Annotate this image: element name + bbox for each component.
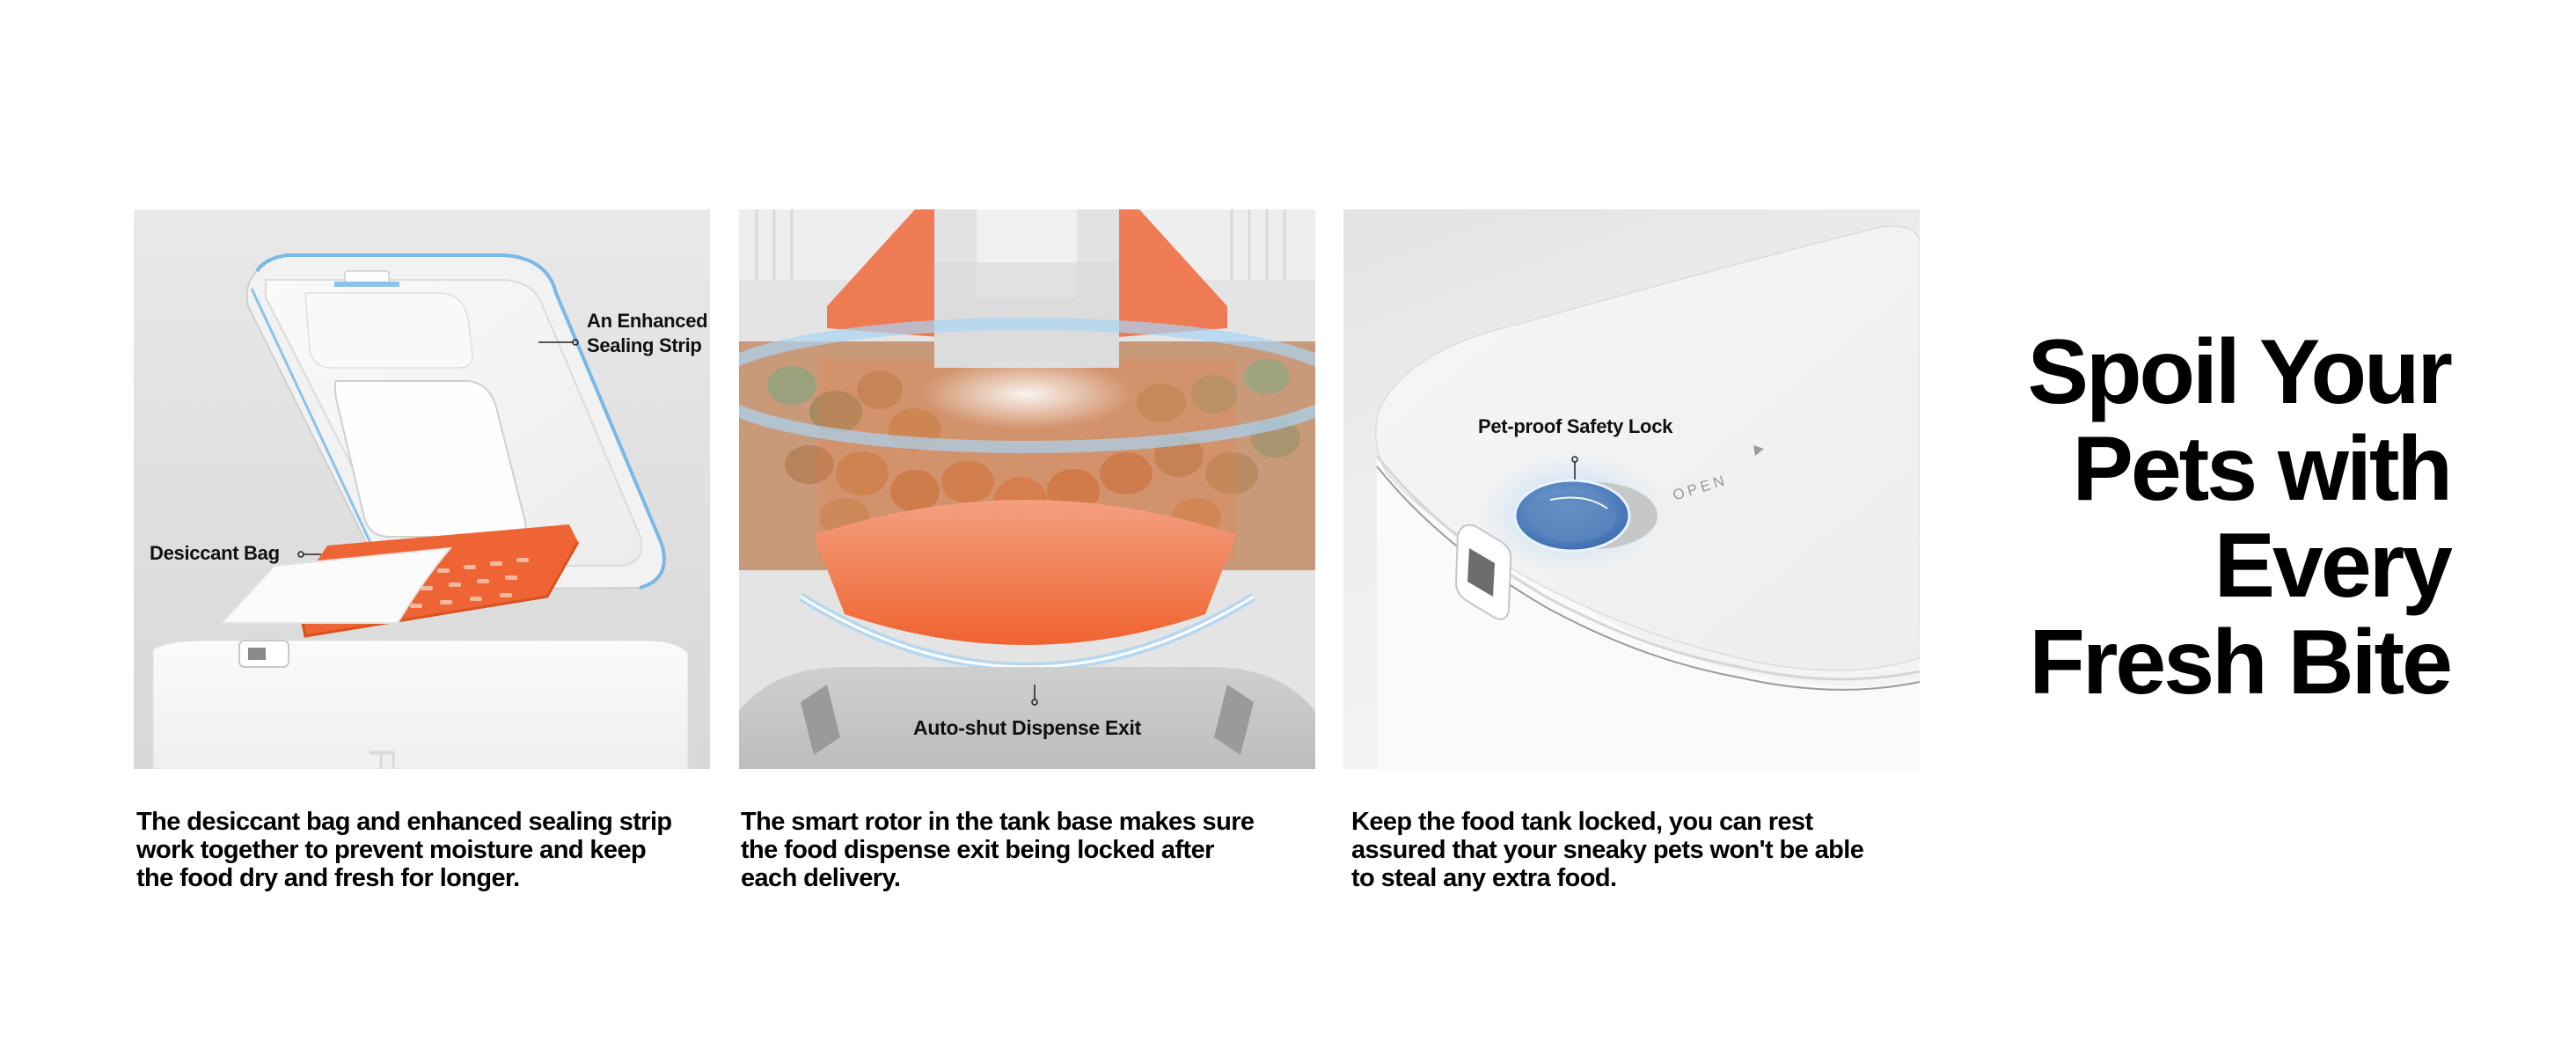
caption-line: the food dispense exit being locked afte… (741, 836, 1214, 864)
rotor-cutaway-illustration (739, 209, 1315, 769)
desiccant-bag-callout: Desiccant Bag (150, 542, 280, 564)
caption-line: the food dry and fresh for longer. (136, 864, 520, 892)
safety-lock-caption: Keep the food tank locked, you can rest … (1351, 808, 1914, 892)
desiccant-caption: The desiccant bag and enhanced sealing s… (136, 808, 699, 892)
sealing-strip-callout: An Enhanced Sealing Strip (587, 309, 708, 358)
caption-line: to steal any extra food. (1351, 864, 1617, 892)
dispense-exit-callout: Auto-shut Dispense Exit (913, 716, 1141, 739)
feeder-lid-lock-illustration (1374, 225, 1920, 769)
callout-line: An Enhanced (587, 310, 708, 332)
embossed-brand-text: FR (362, 748, 403, 769)
safety-lock-callout: Pet-proof Safety Lock (1478, 415, 1673, 437)
caption-line: Keep the food tank locked, you can rest (1351, 808, 1813, 836)
headline-line: Every (2214, 515, 2453, 617)
callout-line: Sealing Strip (587, 334, 702, 356)
safety-lock-feature-image: Pet-proof Safety Lock OPEN (1343, 209, 1920, 769)
rotor-caption: The smart rotor in the tank base makes s… (741, 808, 1304, 892)
rotor-feature-image: Auto-shut Dispense Exit (739, 209, 1315, 769)
caption-line: assured that your sneaky pets won't be a… (1351, 836, 1864, 864)
caption-line: The desiccant bag and enhanced sealing s… (136, 808, 672, 836)
caption-line: each delivery. (741, 864, 901, 892)
desiccant-feature-image: FR An Enhanced Sealing Strip Desiccant B… (134, 209, 710, 769)
headline-line: Fresh Bite (2029, 612, 2453, 714)
headline: Spoil Your Pets with Every Fresh Bite (2027, 321, 2453, 714)
headline-line: Pets with (2072, 418, 2453, 520)
caption-line: work together to prevent moisture and ke… (136, 836, 647, 864)
headline-line: Spoil Your (2027, 321, 2453, 423)
feeder-lid-open-illustration: FR (152, 253, 689, 769)
caption-line: The smart rotor in the tank base makes s… (741, 808, 1255, 836)
